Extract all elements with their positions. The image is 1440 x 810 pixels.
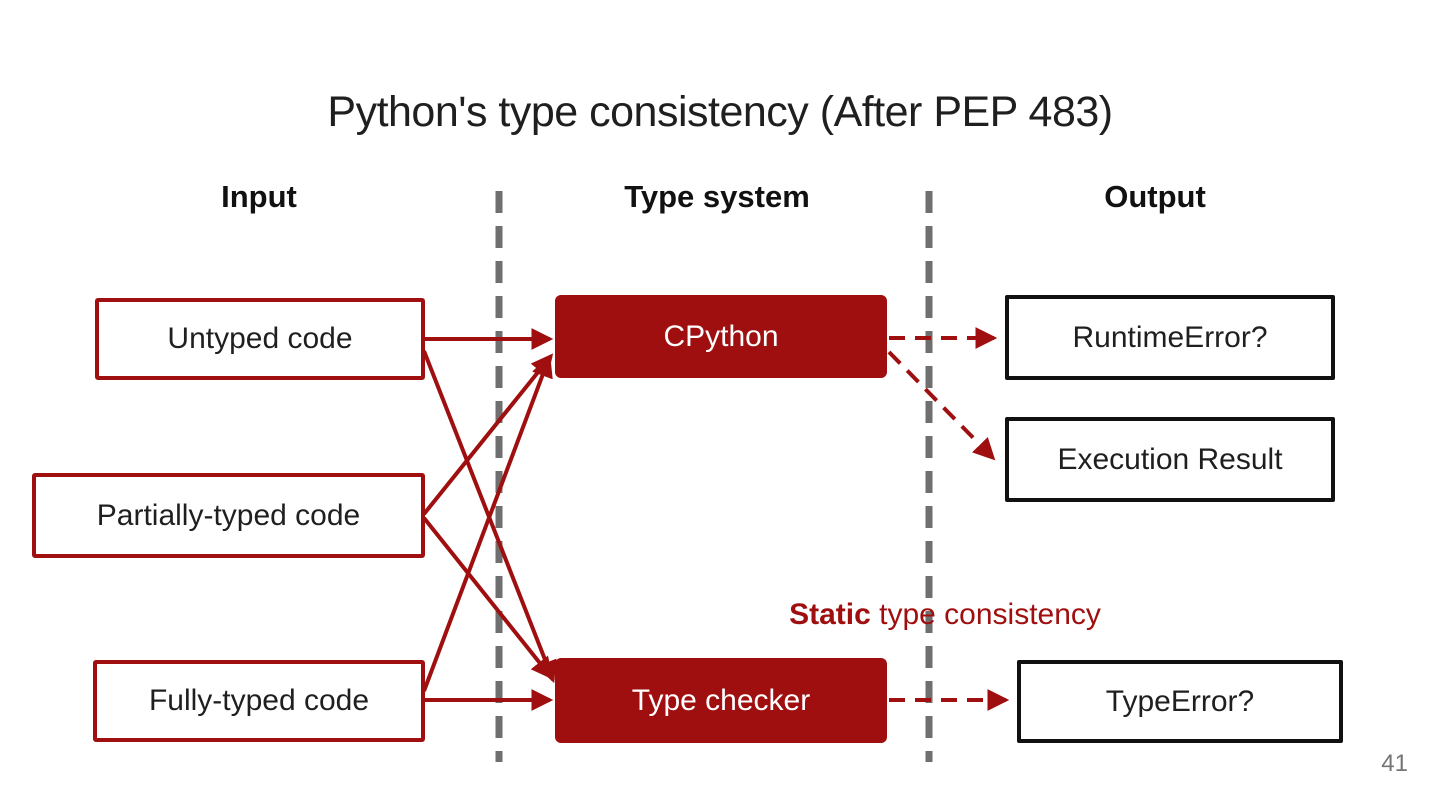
edge-partially-to-cpython [422, 353, 554, 516]
edge-cpython-to-execution-result [887, 350, 996, 461]
edge-fully-to-cpython [422, 354, 553, 692]
output-box-typeerror: TypeError? [1017, 660, 1343, 743]
input-box-label: Partially-typed code [96, 498, 361, 532]
page-number: 41 [1381, 750, 1408, 777]
output-box-label: RuntimeError? [1072, 320, 1268, 354]
process-box-label: CPython [663, 319, 779, 353]
column-header-output: Output [1104, 179, 1206, 214]
input-box-label: Fully-typed code [148, 684, 370, 717]
slide-title: Python's type consistency (After PEP 483… [327, 88, 1113, 136]
column-header-input: Input [221, 179, 297, 214]
static-type-consistency-label: Static type consistency [789, 598, 1101, 632]
output-box-execution-result: Execution Result [1005, 417, 1335, 502]
input-box-label: Untyped code [167, 322, 353, 355]
edge-partially-to-typechecker [422, 516, 554, 680]
process-box-label: Type checker [631, 683, 811, 717]
process-box-type-checker: Type checker [555, 658, 887, 743]
process-box-cpython: CPython [555, 295, 887, 378]
input-box-fully-typed-code: Fully-typed code [93, 660, 425, 742]
annotation-bold-text: Static [789, 598, 871, 631]
column-header-type-system: Type system [624, 179, 810, 214]
output-box-runtimeerror: RuntimeError? [1005, 295, 1335, 380]
output-box-label: TypeError? [1105, 684, 1255, 718]
annotation-rest-text: type consistency [870, 598, 1101, 631]
output-box-label: Execution Result [1057, 442, 1283, 476]
input-box-partially-typed-code: Partially-typed code [32, 473, 425, 558]
input-box-untyped-code: Untyped code [95, 298, 425, 380]
